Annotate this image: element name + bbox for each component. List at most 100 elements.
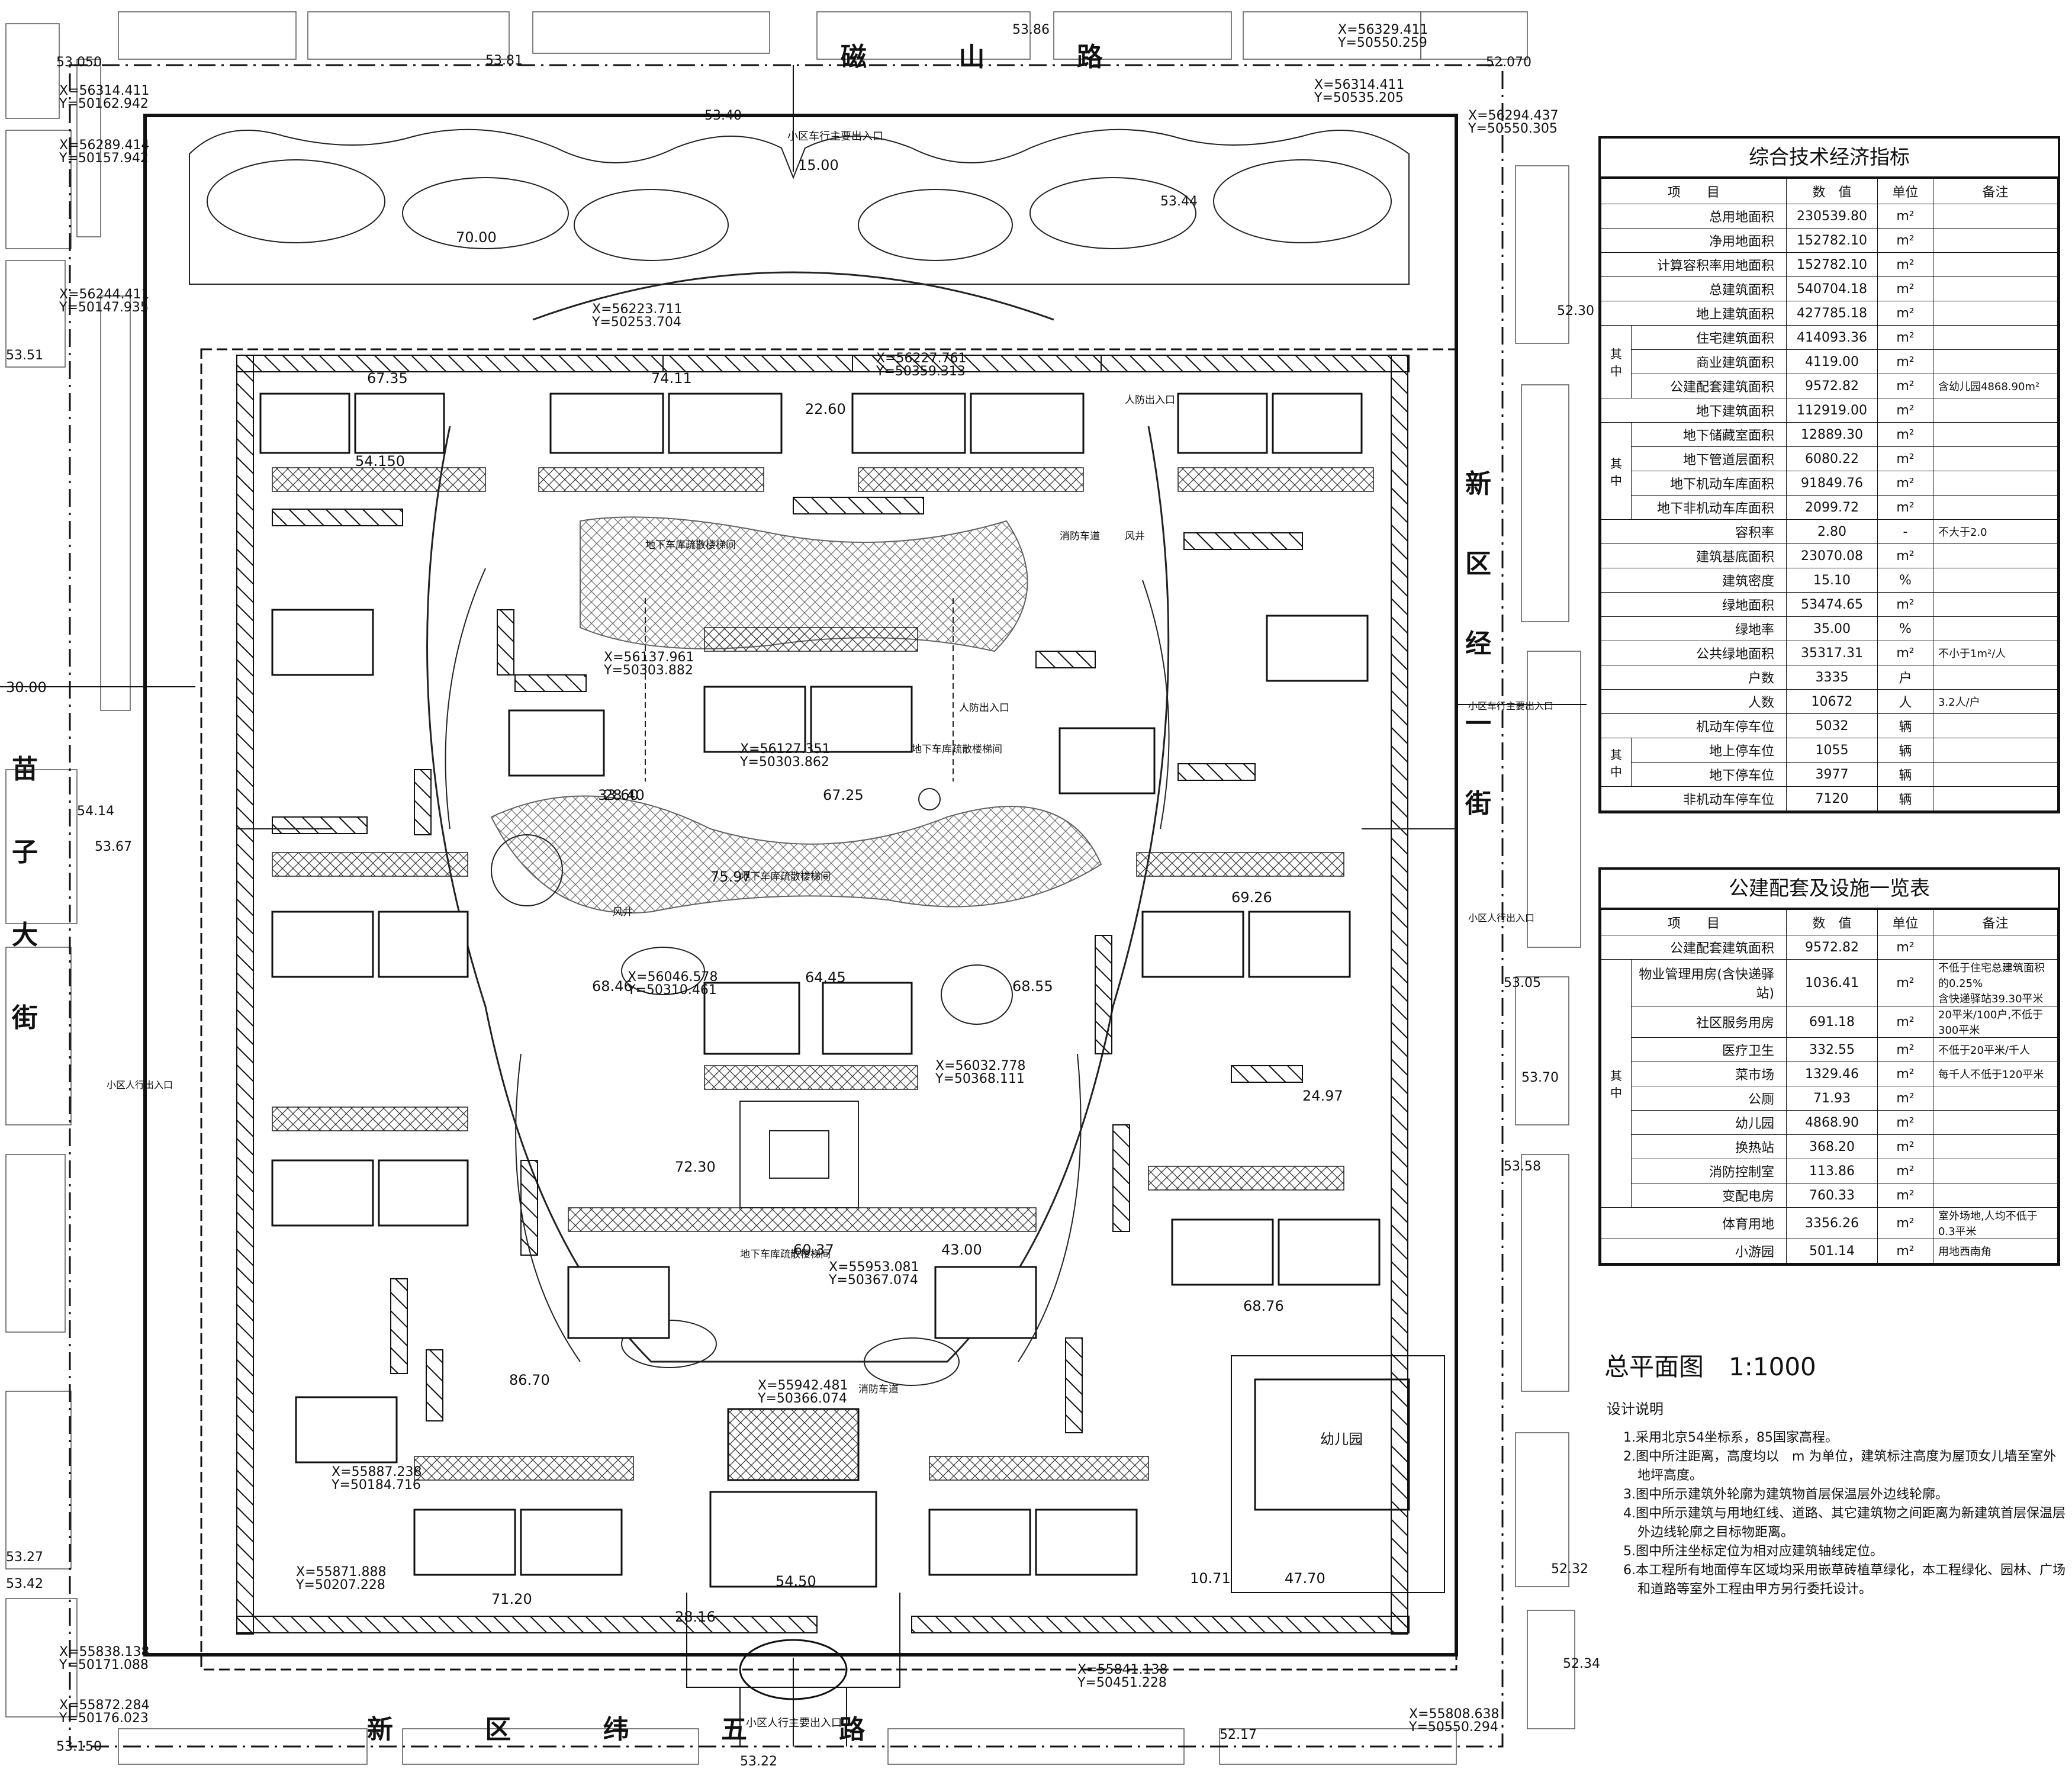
dim-13: 68.55 (1012, 978, 1053, 995)
dim-17: 86.70 (509, 1372, 550, 1388)
row-unit: m² (1877, 1086, 1933, 1111)
row-name: 地下非机动车库面积 (1631, 495, 1787, 520)
row-note (1933, 495, 2058, 520)
row-note (1933, 1159, 2058, 1183)
row-note (1933, 1086, 2058, 1111)
row-unit: 辆 (1877, 738, 1933, 763)
dim-2: 15.00 (798, 157, 839, 173)
surrounding-blocks (5, 11, 1581, 1765)
elev-11: 52.34 (1563, 1657, 1600, 1671)
dim-6: 22.60 (805, 401, 846, 417)
elev-16: 53.27 (6, 1550, 43, 1565)
row-note: 室外场地,人均不低于0.3平米 (1933, 1207, 2058, 1239)
row-value: 3335 (1786, 665, 1878, 690)
row-note (1933, 325, 2058, 350)
row-unit: m² (1877, 1207, 1933, 1239)
row-unit: m² (1877, 1037, 1933, 1062)
row-value: 230539.80 (1786, 204, 1878, 229)
facilities-header-unit: 单位 (1877, 909, 1933, 935)
row-name: 地下储藏室面积 (1631, 422, 1787, 447)
row-value: 1036.41 (1786, 959, 1878, 1006)
row-unit: m² (1877, 422, 1933, 447)
row-name: 地下管道层面积 (1631, 446, 1787, 471)
row-value: 35.00 (1786, 616, 1878, 641)
row-unit: 辆 (1877, 713, 1933, 738)
row-note (1933, 301, 2058, 326)
row-name: 医疗卫生 (1631, 1037, 1787, 1062)
row-note: 20平米/100户,不低于300平米 (1933, 1006, 2058, 1038)
row-unit: m² (1877, 276, 1933, 301)
row-note: 用地西南角 (1933, 1239, 2058, 1263)
row-value: 414093.36 (1786, 325, 1878, 350)
note-item: 6.本工程所有地面停车区域均采用嵌草砖植草绿化，本工程绿化、园林、广场和道路等室… (1623, 1563, 2065, 1597)
elev-1: 53.050 (56, 55, 102, 70)
ramp-label-2: 地下车库疏散楼梯间 (912, 744, 1002, 755)
row-note (1933, 786, 2058, 811)
coord-15: X=55887.238 Y=50184.716 (332, 1465, 422, 1493)
row-value: 540704.18 (1786, 276, 1878, 301)
row-value: 35317.31 (1786, 641, 1878, 665)
row-note: 含幼儿园4868.90m² (1933, 374, 2058, 398)
row-note (1933, 471, 2058, 496)
row-note (1933, 1134, 2058, 1159)
row-name: 物业管理用房(含快递驿站) (1631, 959, 1787, 1006)
east-ped-label: 小区人行出入口 (1468, 912, 1535, 924)
elev-20: 53.81 (485, 53, 523, 68)
row-name: 公厕 (1631, 1086, 1787, 1111)
coord-14: X=55942.481 Y=50366.074 (758, 1378, 848, 1406)
elev-6: 52.30 (1557, 304, 1594, 319)
row-name: 户数 (1601, 665, 1787, 690)
row-value: 368.20 (1786, 1134, 1878, 1159)
note-item: 1.采用北京54坐标系，85国家高程。 (1623, 1430, 1838, 1445)
note-item: 5.图中所注坐标定位为相对应建筑轴线定位。 (1623, 1544, 1883, 1559)
row-unit: 辆 (1877, 762, 1933, 787)
north-plaza (189, 128, 1410, 321)
dim-21: 47.70 (1285, 1570, 1325, 1587)
row-name: 容积率 (1601, 519, 1787, 544)
dim-14: 64.45 (805, 969, 846, 986)
row-note (1933, 543, 2058, 568)
west-gate-label: 小区人行出入口 (107, 1079, 173, 1091)
row-name: 计算容积率用地面积 (1601, 252, 1787, 277)
row-unit: m² (1877, 325, 1933, 350)
row-unit: m² (1877, 592, 1933, 617)
row-value: 760.33 (1786, 1183, 1878, 1208)
indicators-header-item: 项 目 (1601, 178, 1787, 204)
row-value: 113.86 (1786, 1159, 1878, 1183)
indicators-header-unit: 单位 (1877, 178, 1933, 204)
row-note (1933, 422, 2058, 447)
row-note: 不低于住宅总建筑面积的0.25% 含快递驿站39.30平米 (1933, 959, 2058, 1006)
dim-3: 70.00 (456, 229, 497, 246)
row-value: 3356.26 (1786, 1207, 1878, 1239)
row-value: 2099.72 (1786, 495, 1878, 520)
row-unit: % (1877, 616, 1933, 641)
elev-18: 53.67 (95, 840, 132, 854)
row-note (1933, 592, 2058, 617)
row-value: 12889.30 (1786, 422, 1878, 447)
road-south-label: 新 区 纬 五 路 (367, 1715, 907, 1745)
row-value: 15.10 (1786, 568, 1878, 593)
row-value: 10672 (1786, 689, 1878, 714)
row-name: 换热站 (1631, 1134, 1787, 1159)
coord-11: X=56046.578 Y=50310.461 (628, 970, 718, 998)
row-name: 绿地面积 (1601, 592, 1787, 617)
coord-3: X=56314.411 Y=50535.205 (1314, 78, 1405, 105)
row-value: 23070.08 (1786, 543, 1878, 568)
coord-8: X=56227.761 Y=50359.313 (876, 351, 967, 379)
facilities-header-note: 备注 (1933, 909, 2058, 935)
row-name: 消防控制室 (1631, 1159, 1787, 1183)
note-item: 4.图中所示建筑与用地红线、道路、其它建筑物之间距离为新建筑首层保温层外边线轮廓… (1623, 1506, 2065, 1540)
row-unit: m² (1877, 641, 1933, 665)
